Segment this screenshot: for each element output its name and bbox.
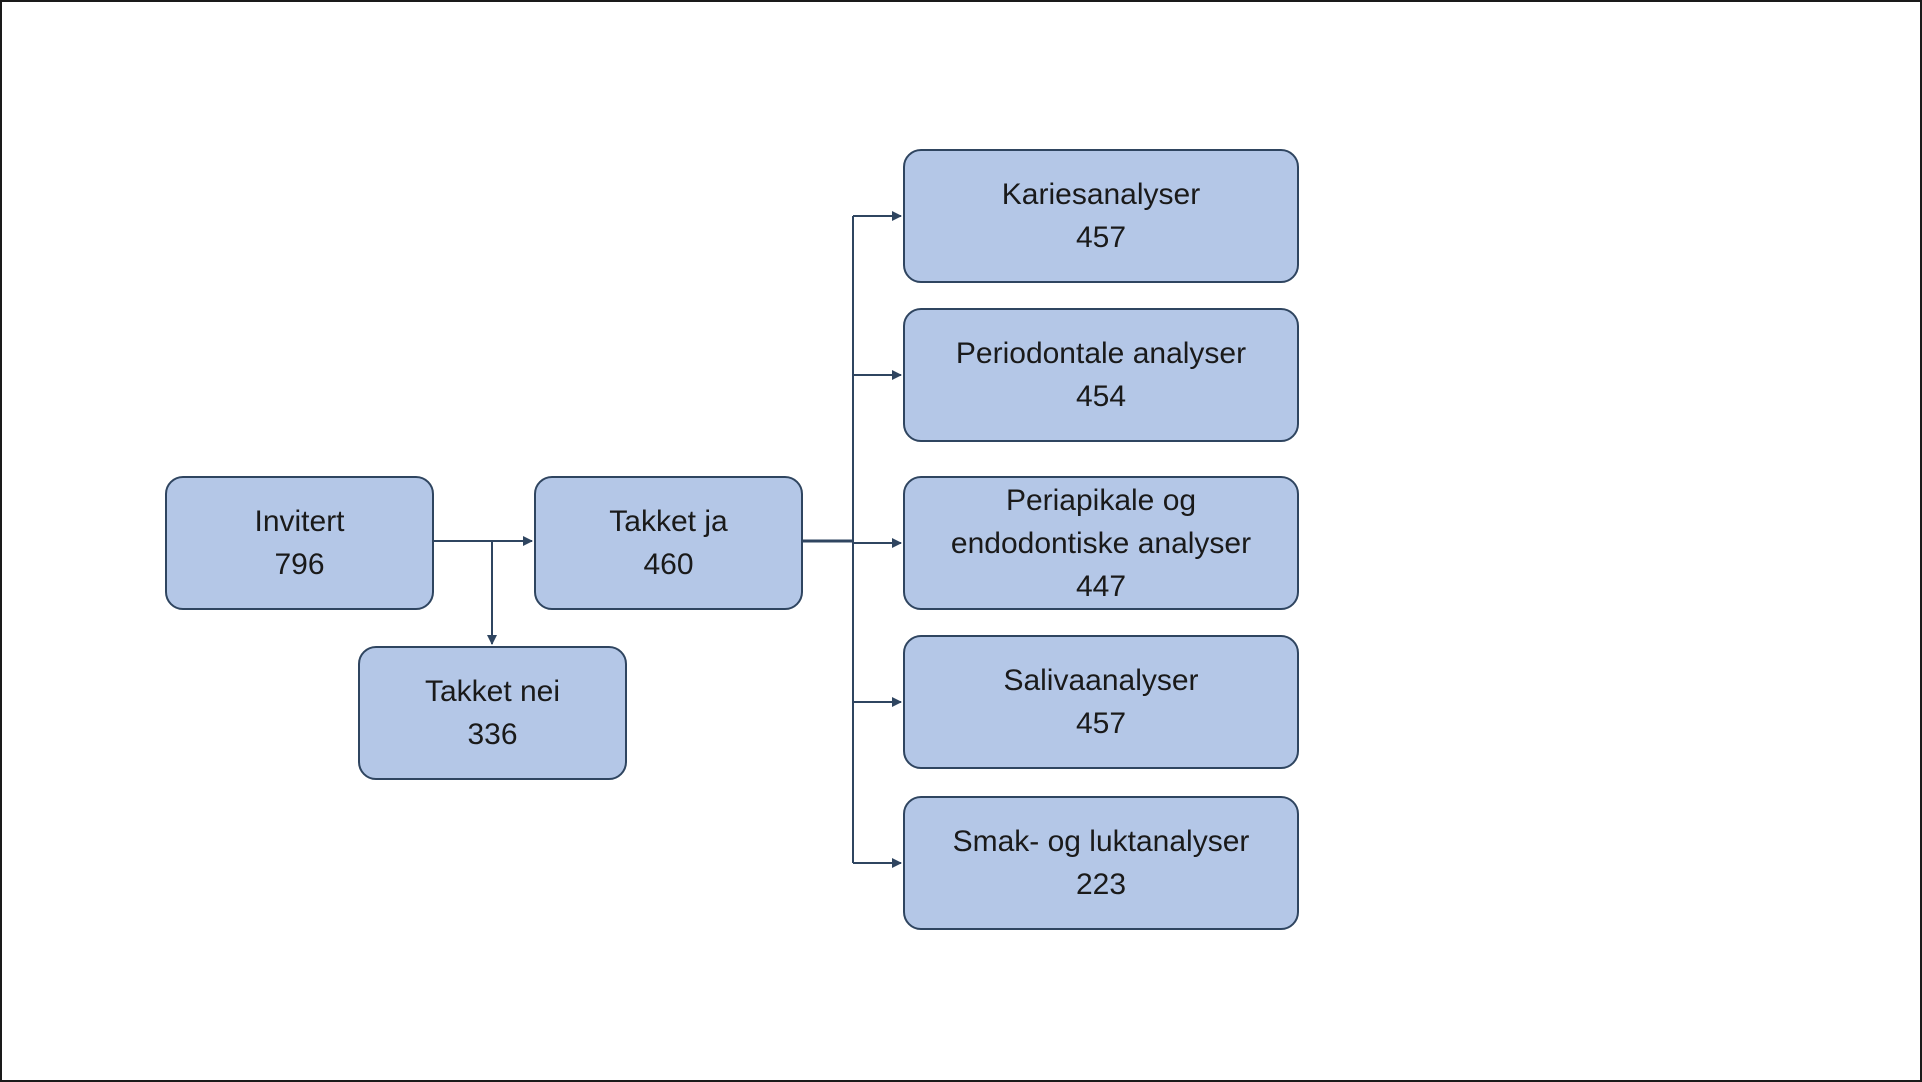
node-kariesanalyser-count: 457 xyxy=(1075,221,1127,254)
node-periodontale-analyser: Periodontale analyser 454 xyxy=(903,308,1299,442)
node-takket-ja-label: Takket ja xyxy=(609,505,728,538)
node-periapikale-label-line1: Periapikale og xyxy=(1005,483,1197,517)
node-periodontale-label: Periodontale analyser xyxy=(955,337,1247,370)
node-salivaanalyser-label: Salivaanalyser xyxy=(1003,664,1199,697)
node-periapikale-label-line2: endodontiske analyser xyxy=(950,526,1252,560)
node-invitert: Invitert 796 xyxy=(165,476,434,610)
node-smak-lukt-count: 223 xyxy=(1075,868,1127,901)
node-invitert-label: Invitert xyxy=(254,505,345,538)
node-kariesanalyser-label: Kariesanalyser xyxy=(1001,178,1201,211)
node-salivaanalyser: Salivaanalyser 457 xyxy=(903,635,1299,769)
node-takket-nei: Takket nei 336 xyxy=(358,646,627,780)
node-invitert-count: 796 xyxy=(274,548,325,581)
node-takket-nei-count: 336 xyxy=(467,718,518,751)
node-periapikale-endodontiske: Periapikale og endodontiske analyser 447 xyxy=(903,476,1299,610)
node-kariesanalyser: Kariesanalyser 457 xyxy=(903,149,1299,283)
node-periodontale-count: 454 xyxy=(1075,380,1127,413)
node-takket-nei-label: Takket nei xyxy=(424,675,561,708)
node-takket-ja-count: 460 xyxy=(643,548,694,581)
node-periapikale-count: 447 xyxy=(1075,569,1127,603)
node-smak-luktanalyser: Smak- og luktanalyser 223 xyxy=(903,796,1299,930)
node-takket-ja: Takket ja 460 xyxy=(534,476,803,610)
node-salivaanalyser-count: 457 xyxy=(1075,707,1127,740)
node-smak-lukt-label: Smak- og luktanalyser xyxy=(952,825,1250,858)
